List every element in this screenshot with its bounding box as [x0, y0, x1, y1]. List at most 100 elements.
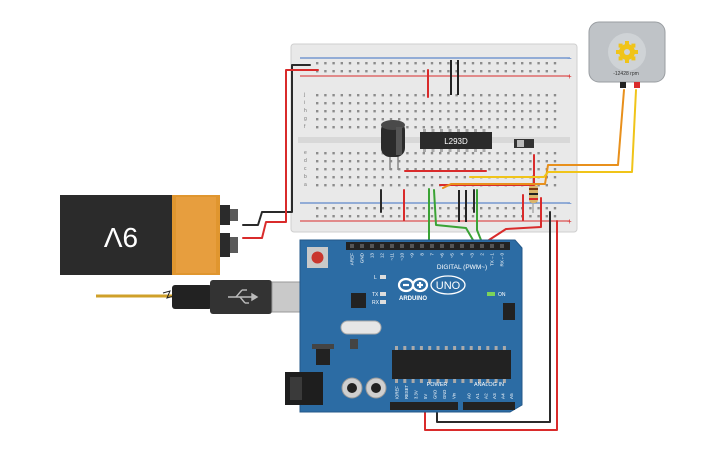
terminal-hole — [316, 118, 319, 121]
mcu-pin — [419, 379, 423, 383]
power-pin-label: GND — [433, 390, 438, 399]
rail-hole — [463, 215, 466, 218]
l293d-label: L293D — [444, 137, 468, 146]
dc-motor[interactable]: -12428 rpm — [588, 21, 666, 88]
terminal-hole — [406, 94, 409, 97]
slide-switch[interactable] — [514, 139, 534, 148]
rail-hole — [430, 70, 434, 73]
ceramic-capacitor-bottom[interactable] — [458, 190, 467, 222]
terminal-hole — [545, 102, 548, 105]
terminal-hole — [332, 102, 335, 105]
rail-hole — [373, 70, 376, 73]
wire-black-gnd[interactable] — [436, 211, 551, 423]
wire-green-pin4[interactable] — [433, 189, 474, 241]
terminal-hole — [537, 126, 540, 129]
ceramic-capacitor-top[interactable] — [450, 60, 459, 95]
header-pin[interactable] — [500, 244, 504, 248]
usb-cable[interactable] — [96, 280, 313, 314]
wire-red-battery-rail[interactable] — [242, 69, 319, 239]
terminal-hole — [365, 118, 368, 121]
digital-pin-label: ~9 — [410, 253, 415, 259]
chip-pin — [465, 129, 469, 132]
reset-button[interactable] — [307, 247, 328, 268]
terminal-hole — [389, 110, 393, 113]
header-pin[interactable] — [390, 244, 394, 248]
terminal-hole — [373, 152, 376, 155]
rail-hole — [529, 62, 532, 65]
row-letter: i — [304, 100, 305, 106]
rx-label: RX — [372, 300, 380, 306]
header-pin[interactable] — [360, 244, 364, 248]
terminal-hole — [406, 152, 409, 155]
mcu-pin — [453, 379, 457, 383]
terminal-hole — [553, 126, 557, 129]
terminal-hole — [324, 176, 327, 179]
header-pin[interactable] — [490, 244, 494, 248]
header-pin[interactable] — [440, 244, 444, 248]
battery-9v[interactable]: 9V — [60, 195, 238, 275]
terminal-hole — [365, 176, 368, 179]
rail-hole — [480, 215, 483, 218]
header-pin[interactable] — [480, 244, 484, 248]
wire-black-battery-rail[interactable] — [242, 64, 311, 226]
icsp-header[interactable] — [503, 303, 515, 320]
rail-hole — [471, 62, 475, 65]
rail-hole — [340, 62, 343, 65]
header-pin[interactable] — [410, 244, 414, 248]
mcu-pin — [486, 379, 490, 383]
terminal-hole — [373, 94, 376, 97]
header-pin[interactable] — [380, 244, 384, 248]
rail-hole — [504, 215, 507, 218]
rail-hole — [332, 207, 335, 210]
rail-hole — [398, 62, 401, 65]
chip-pin — [474, 149, 477, 152]
terminal-hole — [463, 168, 466, 171]
mcu-pin — [428, 379, 432, 383]
wire-red-5v[interactable] — [424, 220, 558, 431]
terminal-hole — [348, 118, 352, 121]
wire-green-pin3[interactable] — [476, 189, 482, 241]
rail-hole — [324, 62, 327, 65]
analog-header[interactable] — [463, 402, 515, 410]
digital-pin-label: RX←0 — [500, 253, 505, 267]
header-pin[interactable] — [430, 244, 434, 248]
header-pin[interactable] — [470, 244, 474, 248]
terminal-hole — [316, 94, 319, 97]
chip-pin — [482, 129, 486, 132]
terminal-hole — [422, 176, 425, 179]
wire-yellow-motor-lead[interactable] — [469, 89, 637, 178]
rail-hole — [406, 70, 409, 73]
rail-hole — [439, 70, 442, 73]
digital-header[interactable] — [346, 242, 510, 250]
header-pin[interactable] — [400, 244, 404, 248]
electrolytic-capacitor[interactable] — [381, 120, 405, 170]
rail-hole — [324, 207, 327, 210]
wire-red-pin2[interactable] — [488, 197, 542, 241]
terminal-hole — [480, 102, 483, 105]
header-pin[interactable] — [420, 244, 424, 248]
l293d-driver-chip[interactable]: L293D — [420, 129, 492, 152]
rail-hole — [389, 70, 393, 73]
terminal-hole — [545, 110, 548, 113]
rail-hole — [316, 62, 319, 65]
terminal-hole — [430, 176, 434, 179]
terminal-hole — [381, 94, 384, 97]
header-pin[interactable] — [370, 244, 374, 248]
power-header[interactable] — [390, 402, 458, 410]
row-letter: b — [304, 174, 307, 180]
terminal-hole — [430, 94, 434, 97]
rail-hole — [381, 215, 384, 218]
terminal-hole — [316, 102, 319, 105]
header-pin[interactable] — [450, 244, 454, 248]
terminal-hole — [471, 160, 475, 163]
terminal-hole — [463, 118, 466, 121]
terminal-hole — [414, 184, 417, 187]
digital-pin-label: 7 — [430, 253, 435, 256]
terminal-hole — [357, 126, 360, 129]
row-letter: j — [303, 92, 305, 98]
terminal-hole — [512, 152, 516, 155]
header-pin[interactable] — [350, 244, 354, 248]
terminal-hole — [553, 168, 557, 171]
header-pin[interactable] — [460, 244, 464, 248]
